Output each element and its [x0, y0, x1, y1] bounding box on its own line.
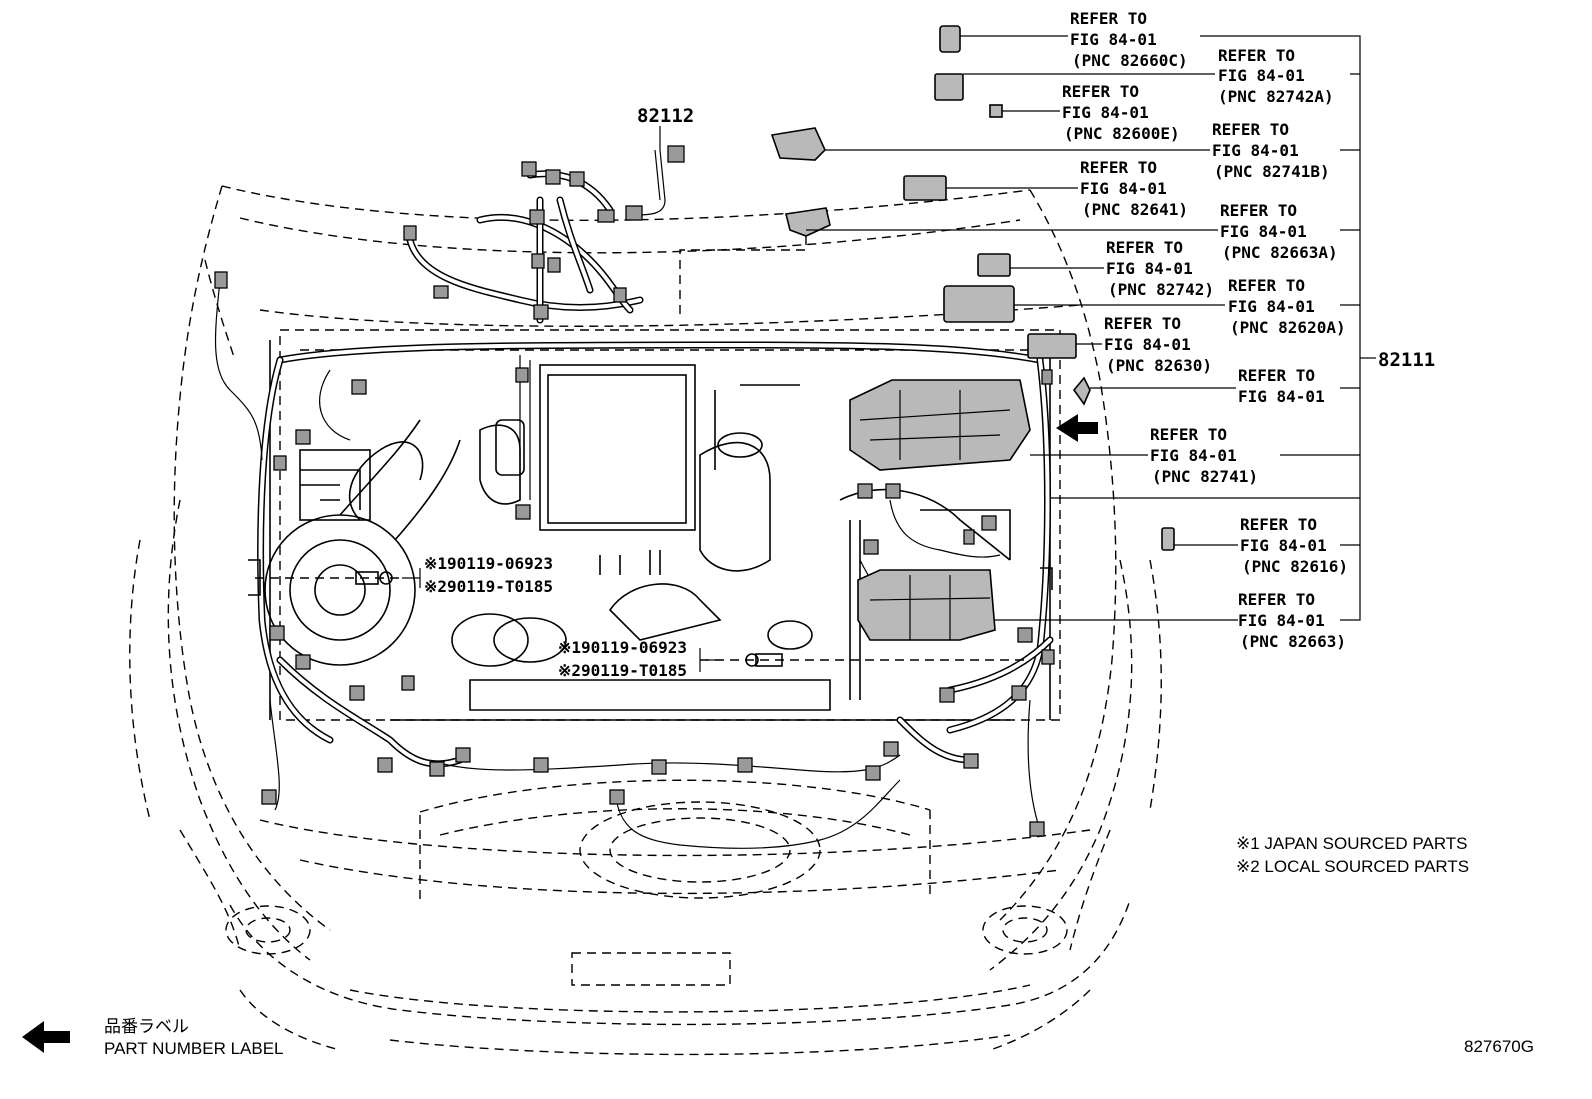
leader-lines	[402, 35, 1376, 672]
bolt-left-local: ※290119-T0185	[424, 577, 553, 596]
bolt-center-japan: ※190119-06923	[558, 638, 687, 657]
svg-text:REFER TO: REFER TO	[1238, 366, 1315, 385]
svg-text:REFER TO: REFER TO	[1070, 9, 1147, 28]
ref-callout-82741: REFER TO FIG 84-01 (PNC 82741)	[1150, 425, 1258, 486]
bolt-center-local: ※290119-T0185	[558, 661, 687, 680]
svg-text:(PNC 82660C): (PNC 82660C)	[1072, 51, 1188, 70]
svg-text:FIG 84-01: FIG 84-01	[1070, 30, 1157, 49]
svg-text:(PNC 82742A): (PNC 82742A)	[1218, 87, 1334, 106]
svg-text:REFER TO: REFER TO	[1240, 515, 1317, 534]
svg-text:REFER TO: REFER TO	[1080, 158, 1157, 177]
svg-text:FIG 84-01: FIG 84-01	[1212, 141, 1299, 160]
pointer-arrow-icon	[1056, 414, 1098, 442]
svg-text:(PNC 82741): (PNC 82741)	[1152, 467, 1258, 486]
ref-callout-82663: REFER TO FIG 84-01 (PNC 82663)	[1238, 590, 1346, 651]
ref-callout-82742: REFER TO FIG 84-01 (PNC 82742)	[1106, 238, 1214, 299]
part-number-82112: 82112	[637, 105, 694, 127]
svg-text:FIG 84-01: FIG 84-01	[1238, 387, 1325, 406]
svg-text:(PNC 82616): (PNC 82616)	[1242, 557, 1348, 576]
svg-text:FIG 84-01: FIG 84-01	[1150, 446, 1237, 465]
ref-callout-82742a: REFER TO FIG 84-01 (PNC 82742A)	[1218, 46, 1334, 106]
part-number-label-arrow-icon	[22, 1021, 70, 1053]
ref-callout-82660c: REFER TO FIG 84-01 (PNC 82660C)	[1070, 9, 1188, 70]
ref-callout-82616: REFER TO FIG 84-01 (PNC 82616)	[1240, 515, 1348, 576]
ref-callout-82741b: REFER TO FIG 84-01 (PNC 82741B)	[1212, 120, 1330, 181]
part-number-label-jp: 品番ラベル	[104, 1017, 189, 1036]
ref-callout-82620a: REFER TO FIG 84-01 (PNC 82620A)	[1228, 276, 1346, 337]
svg-text:REFER TO: REFER TO	[1150, 425, 1227, 444]
svg-text:REFER TO: REFER TO	[1104, 314, 1181, 333]
svg-text:(PNC 82742): (PNC 82742)	[1108, 280, 1214, 299]
figure-id: 827670G	[1464, 1037, 1534, 1056]
svg-text:FIG 84-01: FIG 84-01	[1104, 335, 1191, 354]
svg-text:REFER TO: REFER TO	[1238, 590, 1315, 609]
svg-text:FIG 84-01: FIG 84-01	[1218, 66, 1305, 85]
svg-text:FIG 84-01: FIG 84-01	[1080, 179, 1167, 198]
svg-text:FIG 84-01: FIG 84-01	[1062, 103, 1149, 122]
svg-text:FIG 84-01: FIG 84-01	[1106, 259, 1193, 278]
svg-text:FIG 84-01: FIG 84-01	[1220, 222, 1307, 241]
note-local-sourced: ※2 LOCAL SOURCED PARTS	[1236, 857, 1469, 876]
svg-text:(PNC 82630): (PNC 82630)	[1106, 356, 1212, 375]
svg-text:REFER TO: REFER TO	[1228, 276, 1305, 295]
svg-text:REFER TO: REFER TO	[1062, 82, 1139, 101]
connectors	[214, 145, 1055, 837]
ref-callout-82641: REFER TO FIG 84-01 (PNC 82641)	[1080, 158, 1188, 219]
callout-parts	[770, 25, 1175, 641]
note-japan-sourced: ※1 JAPAN SOURCED PARTS	[1236, 834, 1468, 853]
svg-text:(PNC 82741B): (PNC 82741B)	[1214, 162, 1330, 181]
svg-text:(PNC 82663A): (PNC 82663A)	[1222, 243, 1338, 262]
ref-callout-fig-84-01: REFER TO FIG 84-01	[1238, 366, 1325, 406]
part-number-label-en: PART NUMBER LABEL	[104, 1039, 284, 1058]
part-number-82111: 82111	[1378, 349, 1435, 371]
svg-text:FIG 84-01: FIG 84-01	[1240, 536, 1327, 555]
svg-text:(PNC 82600E): (PNC 82600E)	[1064, 124, 1180, 143]
svg-text:(PNC 82641): (PNC 82641)	[1082, 200, 1188, 219]
ref-callout-82630: REFER TO FIG 84-01 (PNC 82630)	[1104, 314, 1212, 375]
bolts	[248, 559, 1053, 667]
svg-text:REFER TO: REFER TO	[1106, 238, 1183, 257]
svg-text:REFER TO: REFER TO	[1212, 120, 1289, 139]
svg-text:(PNC 82620A): (PNC 82620A)	[1230, 318, 1346, 337]
ref-callout-82663a: REFER TO FIG 84-01 (PNC 82663A)	[1220, 201, 1338, 262]
bolt-left-japan: ※190119-06923	[424, 554, 553, 573]
svg-text:(PNC 82663): (PNC 82663)	[1240, 632, 1346, 651]
svg-text:REFER TO: REFER TO	[1220, 201, 1297, 220]
ref-callout-82600e: REFER TO FIG 84-01 (PNC 82600E)	[1062, 82, 1180, 143]
svg-text:FIG 84-01: FIG 84-01	[1228, 297, 1315, 316]
svg-text:FIG 84-01: FIG 84-01	[1238, 611, 1325, 630]
svg-text:REFER TO: REFER TO	[1218, 46, 1295, 65]
